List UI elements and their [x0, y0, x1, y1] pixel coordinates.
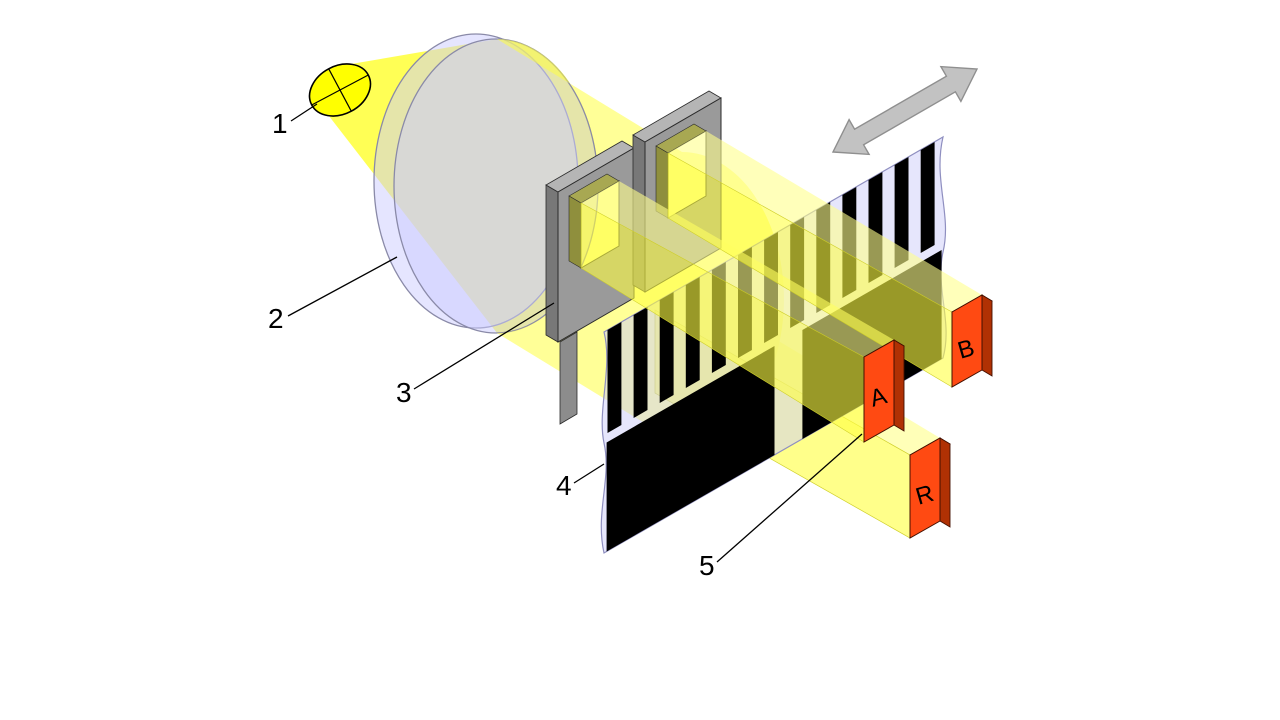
- detector-a-side: [893, 339, 905, 432]
- callout-label-mask: 3: [396, 377, 412, 408]
- mask-plate-left-side: [545, 184, 559, 343]
- callout-lines: [287, 103, 863, 563]
- detector-b: B: [951, 294, 993, 388]
- callout-line-2: [287, 256, 398, 317]
- beam-a-top-face: [581, 181, 894, 357]
- detector-a-front: [863, 339, 895, 443]
- detector-a: A: [863, 339, 905, 443]
- code-strip-stripe: [894, 157, 909, 268]
- code-strip-stripe: [607, 322, 622, 433]
- mask-plate-left: [545, 140, 635, 425]
- detector-b-side: [981, 294, 993, 377]
- detector-r-side: [939, 437, 951, 528]
- detector-b-label: B: [955, 334, 978, 364]
- detector-b-front: [951, 294, 983, 388]
- code-strip-stripe: [920, 142, 935, 253]
- detector-r: R: [909, 437, 951, 539]
- beam-b-top-face: [668, 131, 982, 312]
- callout-label-code-strip: 4: [556, 470, 572, 501]
- code-strip-stripe: [633, 307, 648, 418]
- callout-line-3: [413, 302, 555, 390]
- callout-line-5: [716, 433, 863, 563]
- motion-arrow-icon: [831, 65, 979, 156]
- detector-a-label: A: [867, 382, 890, 412]
- detector-r-front: [909, 437, 941, 539]
- callout-line-4: [573, 463, 605, 484]
- mask-window-left-side-wall: [568, 195, 582, 269]
- callout-label-light-source: 1: [272, 108, 288, 139]
- callout-label-lens: 2: [268, 303, 284, 334]
- callout-label-photodetector: 5: [699, 550, 715, 581]
- light-bulb-icon: [308, 63, 372, 117]
- mask-stem: [559, 331, 578, 425]
- index-track-left: [606, 346, 775, 552]
- callout-line-1: [290, 103, 318, 122]
